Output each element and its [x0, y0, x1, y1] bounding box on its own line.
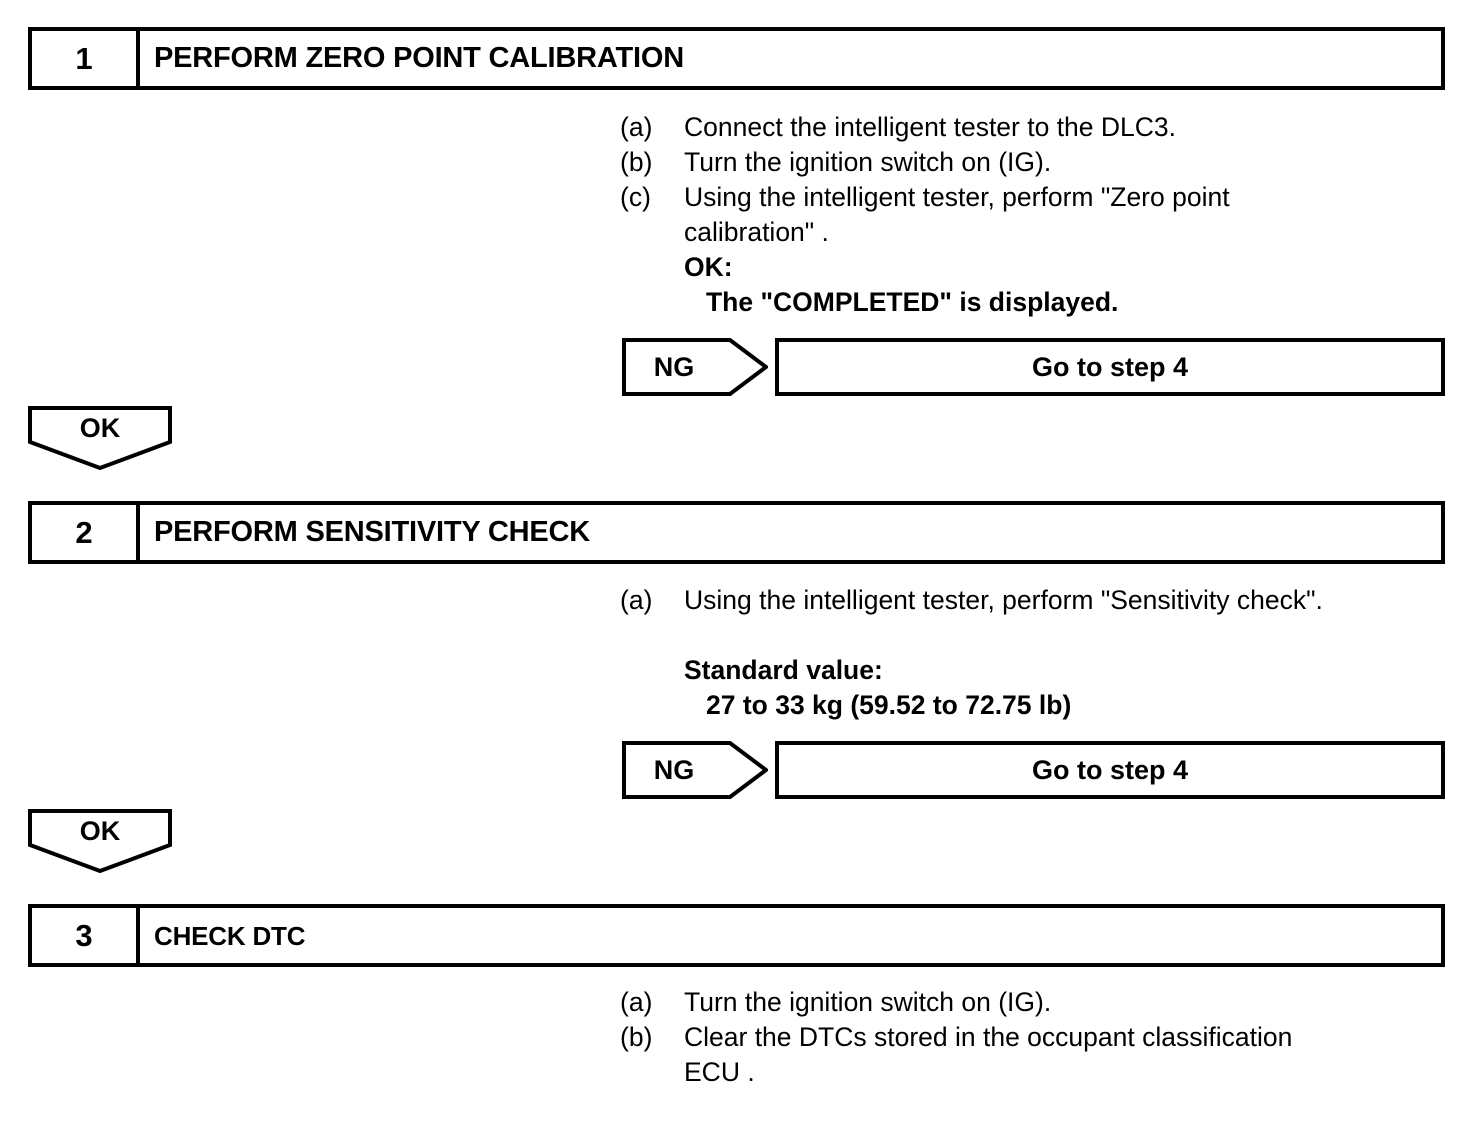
instruction-continuation: ECU . [684, 1057, 755, 1087]
instruction-marker: (a) [620, 585, 653, 615]
ok-pentagon-icon [28, 809, 172, 873]
instruction-text: Using the intelligent tester, perform "Z… [684, 182, 1230, 212]
ok-pentagon-icon [28, 406, 172, 470]
instruction-text: Turn the ignition switch on (IG). [684, 147, 1052, 177]
ng-pentagon-icon [622, 741, 768, 799]
instruction-marker: (b) [620, 147, 653, 177]
instruction-marker: (c) [620, 182, 651, 212]
ok-tag-label: OK [79, 412, 121, 443]
step-title-3: CHECK DTC [154, 920, 306, 951]
instruction-marker: (b) [620, 1022, 653, 1052]
instruction-text: Turn the ignition switch on (IG). [684, 987, 1052, 1017]
ok-condition-heading: OK: [684, 252, 733, 282]
instruction-marker: (a) [620, 112, 653, 142]
ok-tag-step-1: OK [28, 406, 172, 470]
ng-tag-step-1: NG [622, 338, 768, 396]
step-3-instructions: (a) Turn the ignition switch on (IG). (b… [620, 985, 1440, 1090]
ng-tag-label: NG [653, 754, 695, 785]
instruction-item: (a) Using the intelligent tester, perfor… [620, 583, 1450, 618]
instruction-text: Clear the DTCs stored in the occupant cl… [684, 1022, 1293, 1052]
ng-result-box-step-2[interactable]: Go to step 4 [775, 741, 1445, 799]
instruction-item: (a) Connect the intelligent tester to th… [620, 110, 1440, 145]
instruction-item: (a) Turn the ignition switch on (IG). [620, 985, 1440, 1020]
standard-value-text: 27 to 33 kg (59.52 to 72.75 lb) [706, 690, 1072, 720]
instruction-continuation: calibration" . [684, 217, 829, 247]
ng-pentagon-icon [622, 338, 768, 396]
instruction-item: (c) Using the intelligent tester, perfor… [620, 180, 1440, 215]
ng-result-label: Go to step 4 [1031, 754, 1188, 785]
instruction-text: Using the intelligent tester, perform "S… [684, 585, 1323, 615]
step-header-3: 3 CHECK DTC [28, 904, 1445, 967]
instruction-item: (b) Clear the DTCs stored in the occupan… [620, 1020, 1440, 1055]
ng-tag-label: NG [653, 351, 695, 382]
instruction-item: (b) Turn the ignition switch on (IG). [620, 145, 1440, 180]
step-number-1: 1 [32, 31, 140, 86]
standard-value-heading: Standard value: [684, 655, 883, 685]
instruction-marker: (a) [620, 987, 653, 1017]
step-title-2: PERFORM SENSITIVITY CHECK [154, 516, 590, 548]
ok-tag-label: OK [79, 815, 121, 846]
ok-condition-detail: The "COMPLETED" is displayed. [706, 287, 1119, 317]
step-2-instructions: (a) Using the intelligent tester, perfor… [620, 583, 1450, 723]
instruction-spacer [620, 618, 1450, 653]
instruction-text: Connect the intelligent tester to the DL… [684, 112, 1177, 142]
ng-tag-step-2: NG [622, 741, 768, 799]
ok-tag-step-2: OK [28, 809, 172, 873]
ng-result-box-step-1[interactable]: Go to step 4 [775, 338, 1445, 396]
step-header-1: 1 PERFORM ZERO POINT CALIBRATION [28, 27, 1445, 90]
step-header-2: 2 PERFORM SENSITIVITY CHECK [28, 501, 1445, 564]
step-number-2: 2 [32, 505, 140, 560]
step-title-1: PERFORM ZERO POINT CALIBRATION [154, 42, 684, 74]
step-number-3: 3 [32, 908, 140, 963]
step-1-instructions: (a) Connect the intelligent tester to th… [620, 110, 1440, 320]
ng-result-label: Go to step 4 [1031, 351, 1188, 382]
